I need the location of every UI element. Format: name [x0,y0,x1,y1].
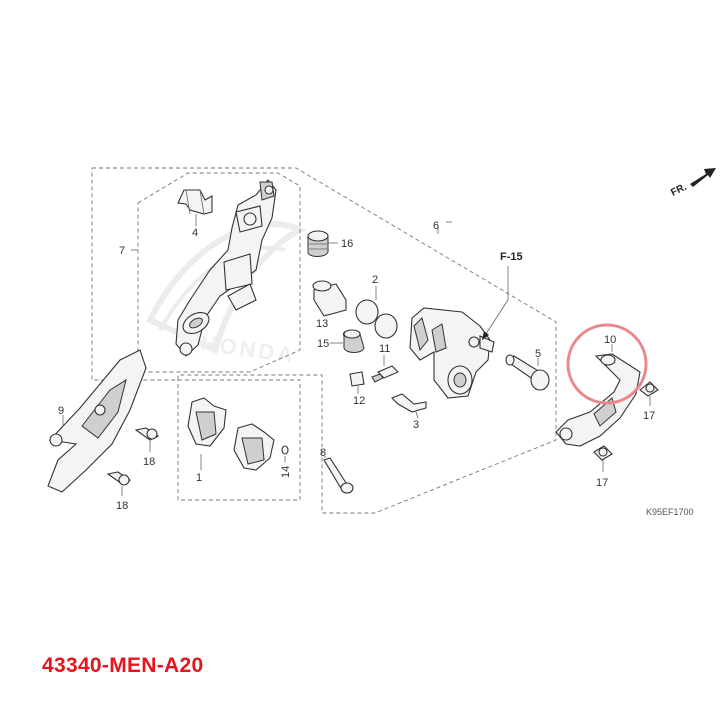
bleed-screw [371,365,399,383]
honda-watermark: HONDA [145,221,307,368]
callout-17-upper: 17 [643,410,655,422]
callout-7: 7 [119,245,125,257]
bolt-18-lower [106,471,132,486]
bracket-outline [137,172,301,373]
pad-spring [177,189,213,215]
highlight-ring [566,323,648,405]
callout-13: 13 [316,318,328,330]
pad-pin [323,457,354,494]
part-number: 43340-MEN-A20 [42,654,204,677]
callout-9: 9 [58,405,64,417]
slide-pin [505,354,550,391]
disc-guard [47,349,147,493]
direction-label: FR. [669,182,688,199]
callout-5: 5 [535,348,541,360]
callout-11: 11 [379,343,390,355]
callout-3: 3 [413,419,419,431]
callout-4: 4 [192,227,198,239]
callout-16: 16 [341,238,353,250]
callout-17-lower: 17 [596,477,608,489]
pad-clip [391,393,427,413]
brake-pads [187,397,275,471]
callout-15: 15 [317,338,329,350]
caliper-bracket [175,179,277,357]
piston [312,280,347,317]
bolt-17-upper [639,381,659,397]
bolt-18-upper [134,427,160,441]
callout-18-upper: 18 [143,456,155,468]
callout-2: 2 [372,274,378,286]
callout-6: 6 [433,220,439,232]
caliper-body [409,307,495,399]
brake-pedal-guard [555,353,641,447]
watermark-text: HONDA [199,330,297,368]
pin-clip [281,445,289,455]
callout-8: 8 [320,447,326,459]
pad-set-outline [177,379,301,501]
callout-10: 10 [604,334,616,346]
callout-1: 1 [196,472,202,484]
callout-14: 14 [280,466,292,478]
bolt-17-lower [593,445,613,461]
pin-boot [342,329,365,353]
reference-f15: F-15 [500,251,523,263]
front-direction-arrow: FR. [669,168,716,199]
callout-18-lower: 18 [116,500,128,512]
drawing-code: K95EF1700 [646,507,694,517]
callout-12: 12 [353,395,365,407]
bleed-cap [349,371,365,387]
boot [307,230,329,257]
piston-seals [355,299,398,339]
